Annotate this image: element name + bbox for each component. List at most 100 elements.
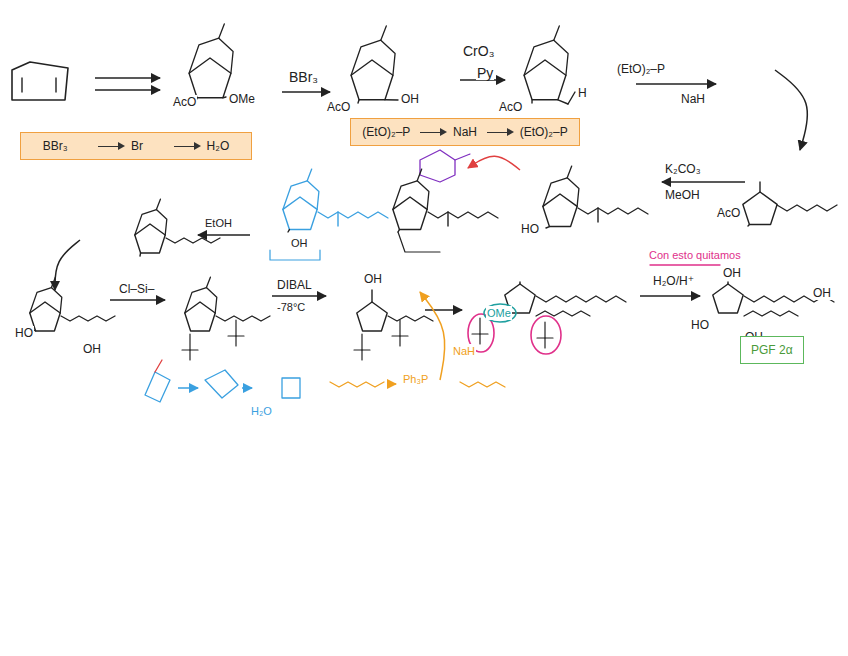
chem-label: OMe [228, 92, 256, 106]
bond-line [337, 212, 338, 226]
bond-line [307, 169, 312, 181]
bond-line [12, 62, 68, 100]
bond-line [479, 334, 480, 344]
bond-line [519, 282, 520, 284]
bond-line [479, 318, 480, 334]
bond-line [748, 225, 749, 226]
bond-line [51, 277, 55, 287]
bond-line [381, 26, 387, 40]
bond-line [713, 284, 743, 313]
bond-line [55, 78, 56, 92]
reaction-arrow [110, 299, 165, 301]
chem-label: Cl–Si– [118, 282, 155, 296]
reaction-arrow [198, 234, 250, 236]
bond-line [568, 92, 575, 104]
reaction-arrow [775, 70, 807, 150]
bond-line [185, 302, 215, 331]
bond-line [578, 208, 648, 214]
chem-label: OH [400, 92, 420, 106]
bond-line [189, 38, 233, 73]
node-text: (EtO)₂–P [362, 125, 410, 139]
reaction-arrow [282, 91, 330, 93]
chem-label: H [577, 86, 588, 100]
bond-line [185, 288, 217, 313]
chem-label: DIBAL [276, 278, 313, 292]
bond-line [536, 311, 590, 316]
bond-line [399, 320, 400, 336]
reaction-arrow [662, 181, 745, 183]
chem-label: HO [690, 318, 710, 332]
bond-line [223, 96, 226, 98]
bond-line [544, 338, 545, 348]
bond-line [21, 78, 22, 92]
bond-line [597, 208, 598, 222]
bond-line [361, 350, 362, 360]
bond-line [393, 197, 427, 230]
bond-line [361, 334, 362, 350]
reaction-arrow [640, 295, 700, 297]
chem-label: BBr₃ [288, 70, 319, 84]
chem-label: OH [812, 286, 832, 300]
chem-label: AcO [716, 206, 741, 220]
bond-line [351, 60, 393, 100]
chem-label: NaH [680, 92, 706, 106]
bond-line [554, 26, 560, 40]
bond-line [61, 316, 115, 321]
chem-label: -78°C [276, 300, 306, 314]
chem-label: MeOH [664, 188, 701, 202]
bond-line [357, 302, 387, 331]
bond-line [544, 322, 545, 338]
bond-line [206, 277, 210, 287]
reaction-arrow [55, 240, 80, 290]
node-text: (EtO)₂–P [520, 125, 568, 139]
chem-label: K₂CO₃ [664, 162, 702, 176]
bond-line [139, 253, 141, 256]
bond-line [777, 205, 837, 211]
bond-line [743, 192, 777, 225]
bond-line [524, 60, 566, 100]
bond-line [759, 182, 760, 192]
bond-line [189, 58, 231, 98]
chem-label: HO [14, 326, 34, 340]
bond-line [650, 264, 720, 265]
reaction-arrow [242, 387, 252, 389]
bond-line [417, 169, 422, 181]
bond-line [330, 382, 384, 387]
bond-line [288, 230, 289, 232]
highlight-circle [484, 304, 516, 322]
product-box: PGF 2α [740, 336, 804, 364]
bond-line [283, 181, 319, 210]
reaction-arrow [178, 387, 198, 389]
chem-label: OH [722, 266, 742, 280]
bond-line [189, 334, 190, 350]
bond-line [135, 210, 167, 235]
bond-line [546, 227, 549, 228]
chem-label: NaH [452, 344, 476, 358]
chem-label: OH [82, 342, 102, 356]
chem-label: H₂O/H⁺ [652, 274, 695, 288]
bond-line [135, 224, 165, 253]
reaction-arrow [420, 292, 445, 380]
bond-line [155, 360, 162, 372]
node-text: Br [131, 139, 143, 153]
reaction-arrow [425, 309, 462, 311]
bond-line [531, 100, 532, 103]
bond-line [420, 150, 455, 182]
reaction-arrow [392, 383, 396, 385]
bond-line [371, 290, 372, 302]
bond-line [34, 329, 36, 331]
bond-line [219, 24, 225, 38]
bond-line [524, 40, 568, 75]
reaction-arrow [272, 295, 326, 297]
bond-line [543, 178, 579, 207]
mechanism-box: (EtO)₂–P NaH (EtO)₂–P [350, 118, 580, 146]
structures [12, 24, 837, 402]
highlight-circle [531, 316, 561, 354]
bond-line [744, 311, 798, 316]
bond-line [393, 181, 429, 210]
bond-line [205, 370, 238, 398]
chem-label: OH [290, 236, 309, 250]
node-text: NaH [453, 125, 477, 139]
